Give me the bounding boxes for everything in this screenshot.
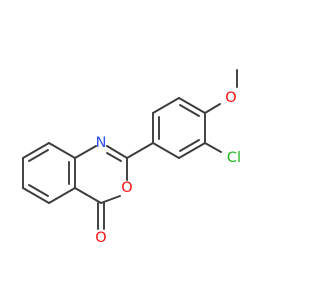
bond-c4p-o-methoxy bbox=[204, 103, 221, 114]
bond-c2p-c3p bbox=[178, 142, 206, 159]
bond-n-c2 bbox=[106, 145, 128, 159]
aryl-ring bbox=[152, 97, 206, 159]
bond-c7-c8 bbox=[22, 142, 50, 159]
bond-c5p-c6p bbox=[152, 97, 180, 114]
double-bond-c5-c6 bbox=[28, 184, 49, 197]
bond-c4-c4a bbox=[74, 187, 102, 204]
bond-c3p-cl bbox=[204, 142, 222, 153]
double-bond-c4p-c5p bbox=[179, 104, 200, 117]
bond-c4a-c5 bbox=[48, 187, 76, 204]
benzo-ring bbox=[22, 142, 76, 204]
bond-o1-c4 bbox=[100, 195, 121, 204]
atom-label-ring-oxygen: O bbox=[121, 180, 132, 196]
chemical-structure-diagram: N O O O Cl bbox=[22, 69, 241, 246]
double-bond-n-c2 bbox=[106, 152, 122, 162]
double-bond-c7-c8 bbox=[28, 149, 49, 162]
atom-label-methoxy-oxygen: O bbox=[225, 90, 236, 106]
bond-c1p-c2p bbox=[152, 142, 180, 159]
bond-c8-c8a bbox=[48, 142, 76, 159]
bond-c8a-n bbox=[74, 145, 97, 159]
atom-label-nitrogen: N bbox=[96, 135, 107, 151]
atom-label-chlorine: Cl bbox=[227, 150, 241, 166]
bond-c2-aryl bbox=[126, 142, 154, 159]
bond-c4p-c5p bbox=[178, 97, 206, 114]
oxazinone-ring bbox=[74, 145, 128, 230]
double-bond-c2p-c3p bbox=[179, 139, 200, 152]
bond-c5-c6 bbox=[22, 187, 50, 204]
atom-label-carbonyl-oxygen: O bbox=[95, 230, 106, 246]
